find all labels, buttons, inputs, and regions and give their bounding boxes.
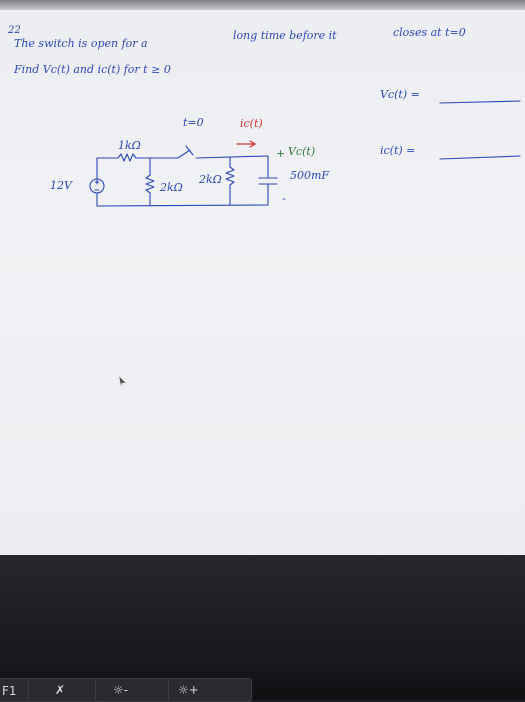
screen-top-edge: [0, 0, 525, 10]
ic-answer-label: ic(t) =: [380, 144, 416, 157]
shunt-resistor2-icon: [225, 166, 235, 186]
brightness-up-icon: ☼+: [178, 683, 199, 697]
problem-number: 22: [8, 25, 21, 36]
statement-line2: Find Vc(t) and ic(t) for t ≥ 0: [14, 63, 171, 76]
capacitance-label: 500mF: [290, 169, 330, 182]
mouse-cursor-icon: [118, 375, 127, 388]
key-brightness-up[interactable]: [168, 678, 252, 702]
brightness-down-icon: ☼-: [113, 683, 129, 697]
shunt-resistor2-label: 2kΩ: [199, 173, 222, 186]
source-voltage-label: 12V: [50, 179, 72, 192]
ic-answer-blank: [439, 155, 521, 160]
statement-line1-c: closes at t=0: [393, 26, 466, 39]
tablet-screen: 22 The switch is open for a long time be…: [0, 0, 525, 555]
mute-icon: ✗: [55, 683, 66, 697]
switch-icon: [177, 149, 191, 159]
vc-answer-label: Vc(t) =: [380, 88, 420, 101]
handwritten-circuit: [89, 100, 521, 388]
statement-line1-b: long time before it: [233, 29, 337, 42]
cap-minus-sign: -: [282, 192, 286, 205]
cap-plus-sign: +: [276, 147, 286, 160]
shunt-resistor1-icon: [145, 174, 155, 194]
current-label: ic(t): [240, 117, 263, 130]
cap-voltage-label: Vc(t): [288, 145, 316, 158]
shunt-resistor1-label: 2kΩ: [160, 181, 183, 194]
series-resistor-label: 1kΩ: [118, 139, 141, 152]
switch-time-label: t=0: [183, 116, 204, 129]
series-resistor-icon: [117, 153, 137, 162]
key-f1-label: F1: [2, 684, 17, 698]
key-brightness-down[interactable]: [95, 678, 179, 702]
vc-answer-blank: [439, 100, 521, 104]
statement-line1-a: The switch is open for a: [14, 37, 148, 50]
